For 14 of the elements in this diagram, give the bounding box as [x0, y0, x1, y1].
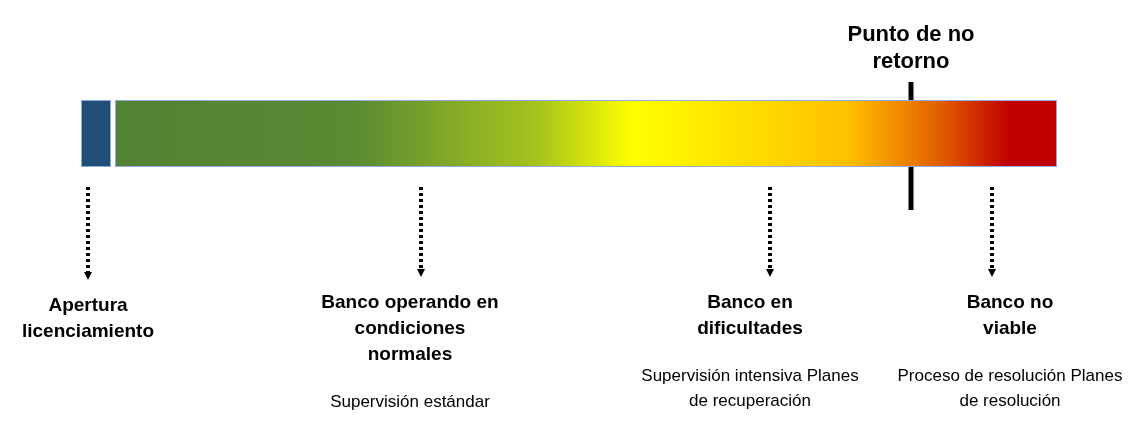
stage-heading: Banco operando en condiciones normales: [320, 290, 500, 366]
start-bar: [81, 100, 111, 167]
stage-note: Supervisión estándar: [329, 391, 491, 413]
arrow: [417, 187, 425, 277]
stage-heading: Banco no viable: [965, 290, 1055, 340]
stage-note: Supervisión intensiva Planes de recuperación: [640, 365, 860, 412]
stage-note: Proceso de resolución Planes de resolución: [897, 365, 1123, 412]
stage-heading: Banco en dificultades: [696, 290, 804, 340]
gradient-bar: [115, 100, 1057, 167]
arrow: [988, 187, 996, 277]
arrow: [84, 187, 92, 280]
arrow: [766, 187, 774, 277]
stage-heading: Apertura licenciamiento: [21, 293, 155, 343]
threshold-label: Punto de no retorno: [846, 20, 976, 74]
